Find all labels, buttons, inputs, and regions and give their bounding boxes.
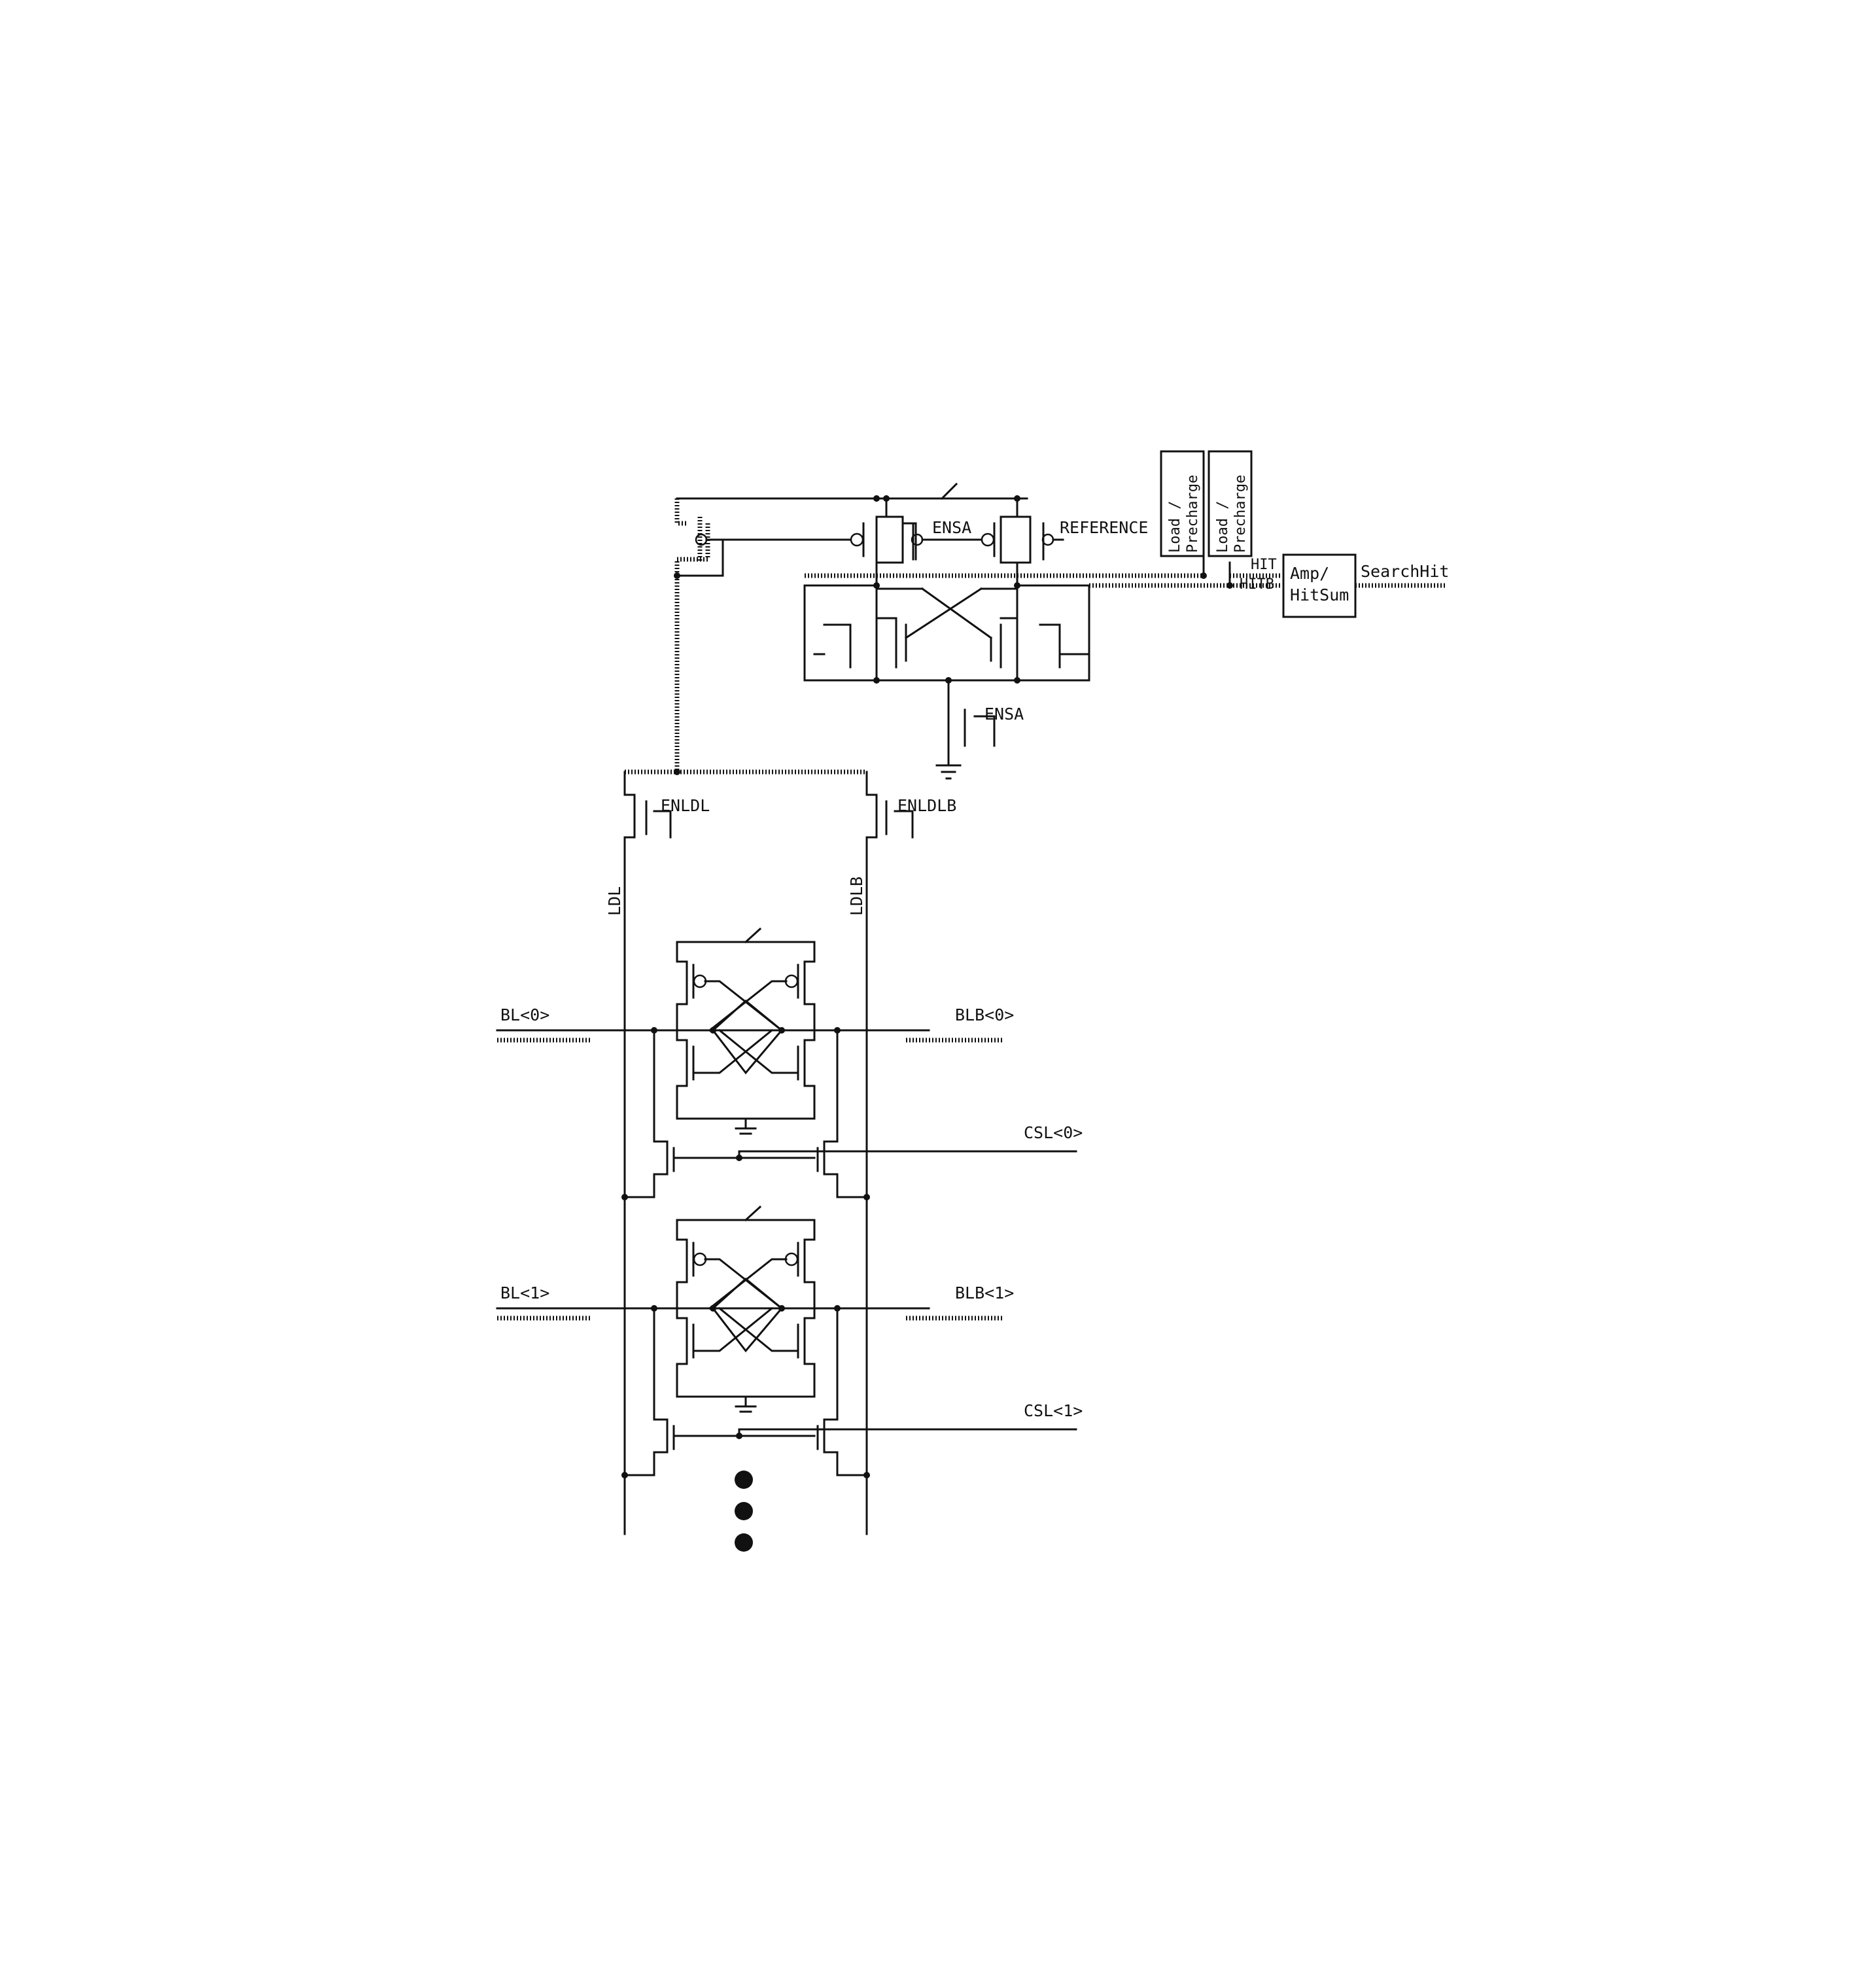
load1-line1: Load / [1167,501,1183,553]
ldlb-label: LDLB [847,877,866,916]
sram-cell-0: BL<0> BLB<0> CSL<0> [496,927,1083,1200]
ensa-bottom-label: ENSA [984,705,1024,724]
bl0-label: BL<0> [500,1005,549,1024]
enldl-label: ENLDL [661,796,710,815]
hit-label: HIT [1251,557,1277,573]
continuation-dots [735,1471,753,1552]
blb0-label: BLB<0> [955,1005,1014,1024]
amp-line2: HitSum [1290,585,1349,604]
hitb-label: HITB [1240,576,1274,593]
load2-line1: Load / [1215,501,1231,553]
ldl-select: ENLDL ENLDLB LDL LDLB [605,576,956,1535]
bl1-label: BL<1> [500,1283,549,1302]
amp-line1: Amp/ [1290,564,1329,583]
ldl-label: LDL [605,886,624,916]
sram-cell-1: BL<1> BLB<1> CSL<1> [496,1205,1083,1478]
blb1-label: BLB<1> [955,1283,1014,1302]
enldlb-label: ENLDLB [897,796,956,815]
reference-label: REFERENCE [1060,518,1148,537]
load1-line2: Precharge [1185,475,1201,553]
load2-line2: Precharge [1232,475,1249,553]
csl0-label: CSL<0> [1024,1123,1083,1142]
search-hit-label: SearchHit [1361,562,1449,581]
output-blocks: Load / Precharge Load / Precharge Amp/ H… [1160,450,1449,618]
csl1-label: CSL<1> [1024,1401,1083,1420]
sense-amplifier: ENSA REFERENCE ENSA [674,482,1282,780]
ensa-top-label: ENSA [932,518,971,537]
